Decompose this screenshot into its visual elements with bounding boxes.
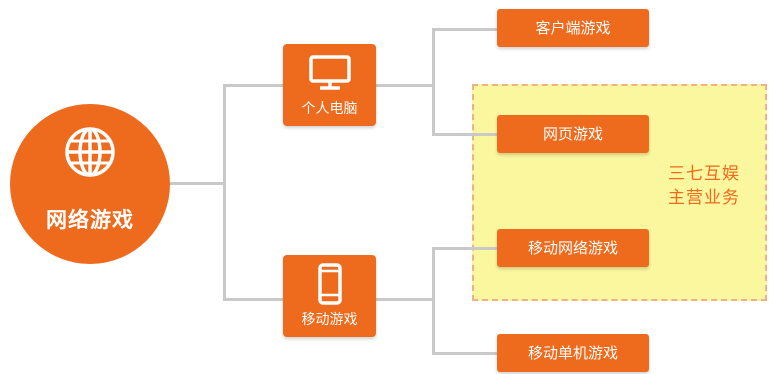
connector-pc-stem <box>375 84 434 87</box>
category-node-mobile-label: 移动游戏 <box>301 312 358 328</box>
connector-to-client-games <box>432 28 498 31</box>
category-node-pc-label: 个人电脑 <box>301 101 358 117</box>
category-node-pc: 个人电脑 <box>283 44 376 126</box>
connector-to-mobile <box>223 298 283 301</box>
root-node-label: 网络游戏 <box>46 208 134 232</box>
connector-root-stem <box>168 182 225 185</box>
leaf-node-client-games: 客户端游戏 <box>497 9 649 47</box>
connector-mobile-stem <box>375 298 434 301</box>
leaf-node-web-games: 网页游戏 <box>497 115 649 153</box>
monitor-icon <box>308 55 351 90</box>
leaf-node-mobile-standalone-games: 移动单机游戏 <box>497 334 649 372</box>
main-business-label-line1: 三七互娱 <box>668 164 740 184</box>
connector-pc-vertical <box>432 28 435 136</box>
root-node-online-games: 网络游戏 <box>10 104 170 264</box>
connector-to-pc <box>223 84 283 87</box>
globe-icon <box>65 127 115 177</box>
connector-root-vertical <box>223 84 226 300</box>
connector-to-web-games <box>432 133 498 136</box>
leaf-node-mobile-online-games: 移动网络游戏 <box>497 229 649 267</box>
connector-to-mobile-standalone-games <box>432 352 498 355</box>
smartphone-icon <box>317 263 342 305</box>
main-business-label-line2: 主营业务 <box>668 188 740 208</box>
connector-to-mobile-online-games <box>432 247 498 250</box>
main-business-label: 三七互娱 主营业务 <box>668 162 760 210</box>
connector-mobile-vertical <box>432 247 435 355</box>
category-node-mobile: 移动游戏 <box>283 255 376 337</box>
